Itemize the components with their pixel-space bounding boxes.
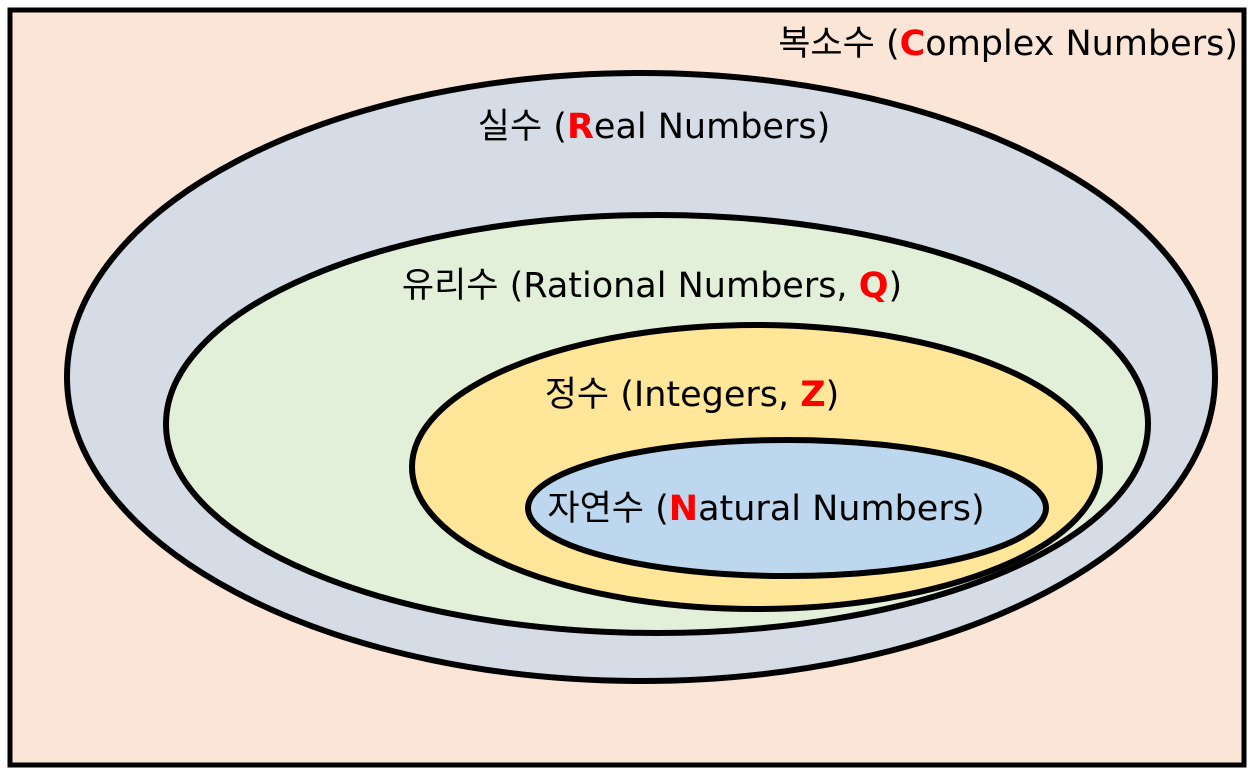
rational-numbers-label: 유리수 (Rational Numbers, Q) xyxy=(402,266,902,306)
complex-numbers-label: 복소수 (Complex Numbers) xyxy=(778,24,1238,64)
integers-label: 정수 (Integers, Z) xyxy=(545,375,840,415)
natural-numbers-region xyxy=(525,437,1049,579)
natural-numbers-label: 자연수 (Natural Numbers) xyxy=(547,489,984,529)
complex-symbol: C xyxy=(900,24,926,64)
real-symbol: R xyxy=(567,107,594,147)
natural-symbol: N xyxy=(669,489,698,529)
integers-symbol: Z xyxy=(800,375,825,415)
rational-symbol: Q xyxy=(859,266,889,306)
real-numbers-label: 실수 (Real Numbers) xyxy=(478,107,830,147)
